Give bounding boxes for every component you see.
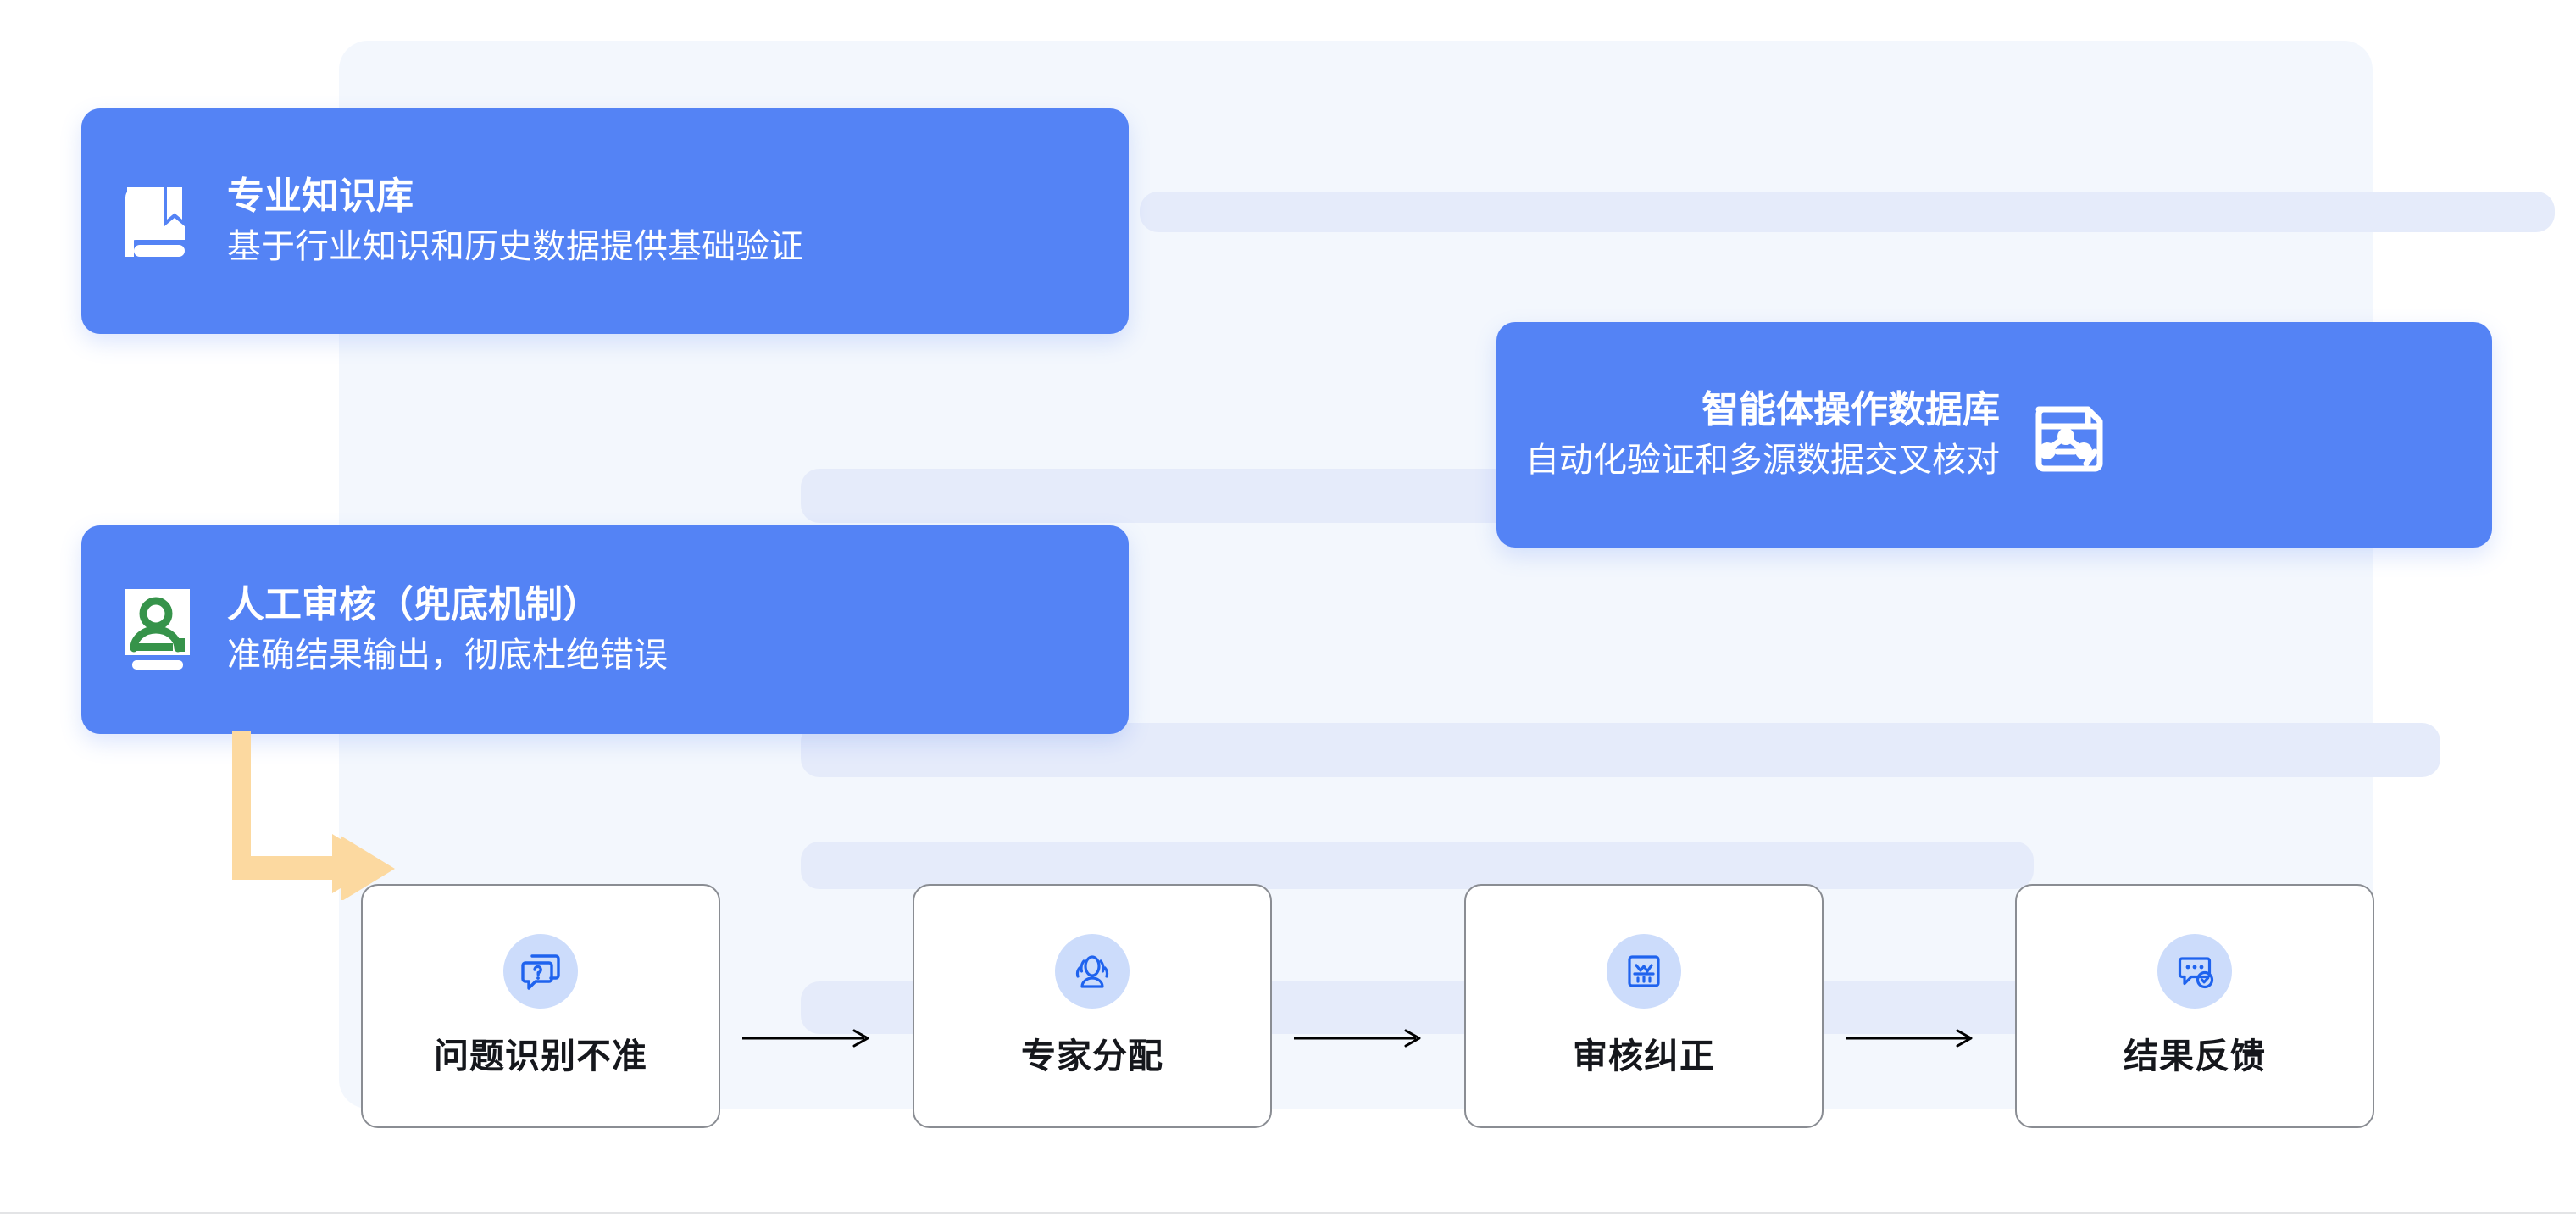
feature-card-agent-operation-database[interactable]: 智能体操作数据库 自动化验证和多源数据交叉核对 bbox=[1496, 322, 2492, 548]
feature-card-description: 准确结果输出，彻底杜绝错误 bbox=[227, 637, 668, 675]
flow-step-label: 审核纠正 bbox=[1573, 1037, 1715, 1076]
feature-card-knowledge-base[interactable]: 专业知识库 基于行业知识和历史数据提供基础验证 bbox=[81, 108, 1129, 334]
skeleton-bar bbox=[801, 842, 2034, 889]
feature-card-manual-review[interactable]: 人工审核（兜底机制） 准确结果输出，彻底杜绝错误 bbox=[81, 525, 1129, 734]
chat-question-icon bbox=[503, 934, 578, 1009]
bottom-divider bbox=[0, 1212, 2576, 1214]
flow-step-card[interactable]: 结果反馈 bbox=[2015, 884, 2374, 1128]
arrow-right-icon bbox=[1844, 1026, 1979, 1051]
flow-step-label: 问题识别不准 bbox=[434, 1037, 647, 1076]
flow-step-label: 结果反馈 bbox=[2124, 1037, 2266, 1076]
flow-step-card[interactable]: 问题识别不准 bbox=[361, 884, 720, 1128]
audit-chart-icon bbox=[1607, 934, 1681, 1009]
feature-card-description: 自动化验证和多源数据交叉核对 bbox=[1525, 442, 2000, 480]
arrow-right-icon bbox=[741, 1026, 876, 1051]
flow-step-card[interactable]: 审核纠正 bbox=[1464, 884, 1824, 1128]
elbow-arrow-right-icon bbox=[219, 731, 397, 902]
chat-check-icon bbox=[2157, 934, 2232, 1009]
person-review-icon bbox=[114, 586, 202, 674]
flow-step-card[interactable]: 专家分配 bbox=[913, 884, 1272, 1128]
skeleton-bar bbox=[1140, 192, 2555, 232]
book-bookmark-icon bbox=[114, 177, 202, 265]
feature-card-title: 专业知识库 bbox=[227, 175, 414, 217]
arrow-right-icon bbox=[1292, 1026, 1428, 1051]
experts-group-icon bbox=[1055, 934, 1130, 1009]
data-cube-network-icon bbox=[2025, 391, 2113, 479]
flow-step-label: 专家分配 bbox=[1021, 1037, 1163, 1076]
feature-card-title: 人工审核（兜底机制） bbox=[227, 583, 600, 625]
feature-card-description: 基于行业知识和历史数据提供基础验证 bbox=[227, 228, 803, 266]
feature-card-title: 智能体操作数据库 bbox=[1702, 388, 2000, 431]
